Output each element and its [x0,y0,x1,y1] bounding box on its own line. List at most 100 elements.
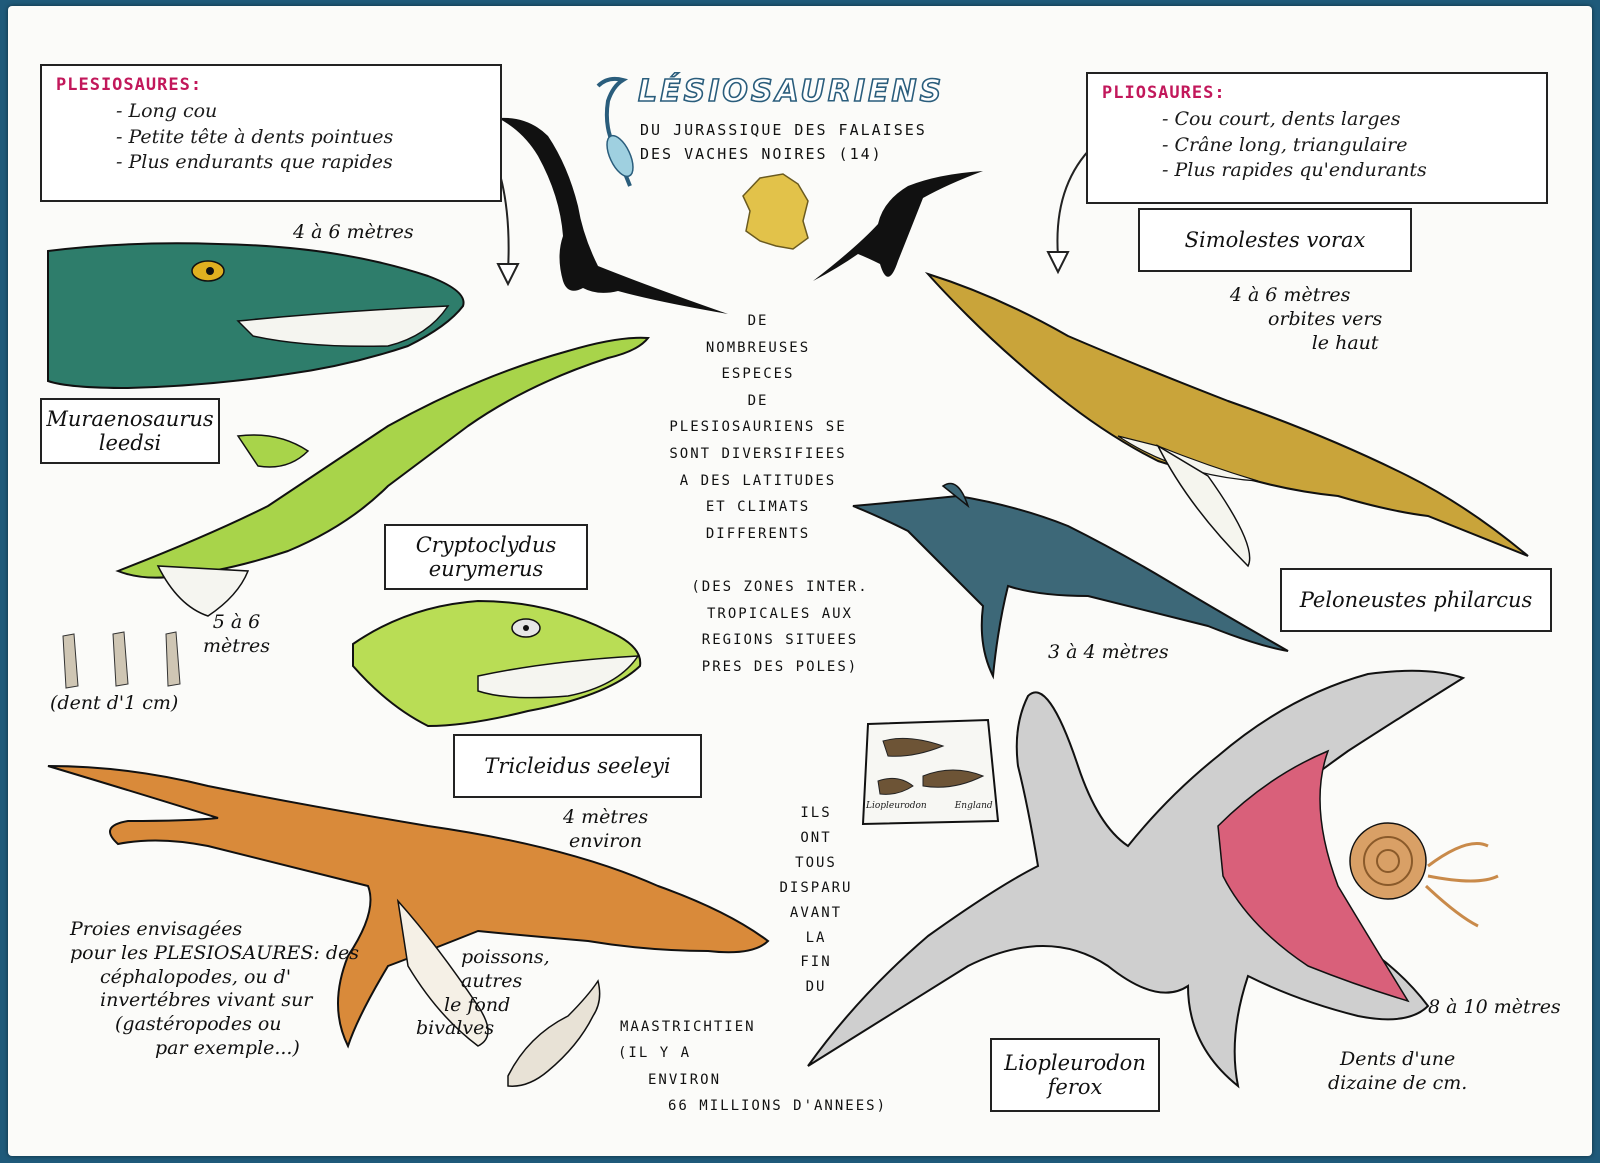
center-line: DE [747,313,769,329]
cryptoclidus-body-illustration [115,336,650,617]
plesiosaures-trait: - Long cou [116,99,218,122]
extinction-line: DU [805,979,827,996]
cryptoclidus-size: 5 à 6 mètres [203,611,270,659]
zones-line: TROPICALES AUX [706,605,853,622]
plesiosaures-trait: - Plus endurants que rapides [116,151,393,174]
arrow-pliosaures [1056,145,1094,257]
zones-line: REGIONS SITUEES [701,632,859,649]
prey-line: (gastéropodes ou [115,1013,282,1035]
fossil-label-2: England [954,801,993,811]
pliosaures-trait: - Cou court, dents larges [1162,107,1401,130]
fossil-label-1: Liopleurodon [866,801,927,811]
diversification-text: DE NOMBREUSES ESPECES DE PLESIOSAURIENS … [648,308,868,547]
fish-illustration [507,979,601,1087]
prey-line: Proies envisagées [70,918,243,940]
peloneustes-name: Peloneustes philarcus [1299,587,1533,612]
plesiosaur-artwork [47,76,1529,1089]
prey-line: invertébres vivant sur [100,989,313,1012]
muraenosaurus-name-box: Muraenosaurus leedsi [40,398,220,464]
cryptoclidus-size-line-1: 5 à 6 [212,611,261,633]
center-line: SONT DIVERSIFIEES [669,445,847,462]
prey-line: pour les PLESIOSAURES: des [70,941,359,964]
plesiosaur-silhouette [498,117,728,315]
prey-fish-line: bivalves [416,1017,495,1040]
extinction-line: DISPARU [779,879,853,896]
center-line: ET CLIMATS [705,499,811,516]
center-line: A DES LATITUDES [679,472,837,489]
page-subtitle: DU JURASSIQUE DES FALAISES DES VACHES NO… [640,118,927,166]
tricleidus-head-illustration [352,599,642,728]
liopleurodon-teeth-line-1: Dents d'une [1340,1048,1456,1070]
peloneustes-size: 3 à 4 mètres [1048,641,1169,663]
arrowhead-pliosaures [1046,251,1070,275]
extinction-line: ILS [800,805,832,821]
france-map [742,173,809,250]
extinction-line: FIN [800,954,832,971]
simolestes-size-line-1: 4 à 6 mètres [1229,284,1351,306]
maastrichtien-label: MAASTRICHTIEN [620,1019,756,1035]
pliosaures-trait: - Crâne long, triangulaire [1162,133,1408,156]
center-line: ESPECES [721,366,795,383]
tricleidus-body-illustration [47,765,770,1049]
cryptoclidus-name-line-2: eurymerus [428,557,544,581]
subtitle-line-1: DU JURASSIQUE DES FALAISES [640,121,927,139]
liopleurodon-teeth-note: Dents d'une dizaine de cm. [1328,1048,1467,1096]
center-line: NOMBREUSES [705,339,811,356]
liopleurodon-name-box: Liopleurodon ferox [990,1038,1160,1112]
peloneustes-name-box: Peloneustes philarcus [1280,568,1552,632]
date-line: 66 MILLIONS D'ANNEES) [668,1098,888,1115]
liopleurodon-teeth-line-2: dizaine de cm. [1328,1071,1468,1094]
extinction-line: TOUS [795,854,837,871]
subtitle-line-2: DES VACHES NOIRES (14) [640,145,883,163]
prey-line: par exemple...) [155,1036,300,1059]
prey-fish-line: le fond [444,993,511,1016]
liopleurodon-name-line-1: Liopleurodon [1004,1050,1146,1075]
simolestes-illustration [924,271,1529,568]
prey-fish-line: poissons, [461,946,550,968]
liopleurodon-illustration [807,669,1499,1089]
muraenosaurus-head-illustration [47,242,465,390]
pliosaures-trait: - Plus rapides qu'endurants [1162,159,1427,182]
cryptoclidus-size-line-2: mètres [203,634,270,657]
tricleidus-size-line-2: environ [569,829,643,852]
date-line: ENVIRON [648,1071,722,1088]
extinction-text: ILS ONT TOUS DISPARU AVANT LA FIN DU [756,801,876,1000]
extinction-date: (IL Y A ENVIRON 66 MILLIONS D'ANNEES) [618,1040,918,1120]
extinction-line: ONT [800,829,832,846]
zones-line: PRES DES POLES) [701,658,859,675]
pliosaur-silhouette [813,171,983,281]
tooth-fossils [62,631,181,689]
zones-line: (DES ZONES INTER. [691,579,869,595]
fossil-box-illustration [861,718,1000,826]
arrowhead-plesiosaures [496,263,520,287]
tooth-caption: (dent d'1 cm) [50,692,179,714]
tricleidus-name-box: Tricleidus seeleyi [453,734,702,798]
center-line: PLESIOSAURIENS SE [669,419,847,436]
tricleidus-name: Tricleidus seeleyi [484,753,671,778]
peloneustes-illustration [852,482,1289,680]
extinction-line: AVANT [789,904,843,921]
prey-note: Proies envisagées pour les PLESIOSAURES:… [70,918,359,1061]
prey-fish-line: autres [461,969,523,992]
tricleidus-size: 4 mètres environ [563,806,648,854]
liopleurodon-size: 8 à 10 mètres [1428,996,1561,1018]
simolestes-name-box: Simolestes vorax [1138,208,1412,272]
center-line: DE [747,392,769,409]
plesiosaures-panel: PLESIOSAURES: - Long cou - Petite tête à… [40,64,502,202]
center-line: DIFFERENTS [705,525,811,542]
prey-line: céphalopodes, ou d' [100,965,292,988]
muraenosaurus-name-line-2: leedsi [98,431,162,455]
plesiosaures-heading: PLESIOSAURES: [56,75,203,95]
muraenosaurus-size: 4 à 6 mètres [293,221,414,243]
simolestes-size-line-3: le haut [1311,331,1379,354]
pliosaures-panel: PLIOSAURES: - Cou court, dents larges - … [1086,72,1548,204]
extinction-line: LA [805,929,827,946]
pliosaures-heading: PLIOSAURES: [1102,83,1226,103]
title-plesiosaur-icon [596,76,634,187]
page-title: LÉSIOSAURIENS [637,73,945,110]
muraenosaurus-name-line-1: Muraenosaurus [46,406,214,431]
zones-text: (DES ZONES INTER. TROPICALES AUX REGIONS… [630,574,930,680]
tricleidus-size-line-1: 4 mètres [563,806,649,828]
plesiosaures-trait: - Petite tête à dents pointues [116,125,394,148]
cryptoclidus-name-box: Cryptoclydus eurymerus [384,524,588,590]
